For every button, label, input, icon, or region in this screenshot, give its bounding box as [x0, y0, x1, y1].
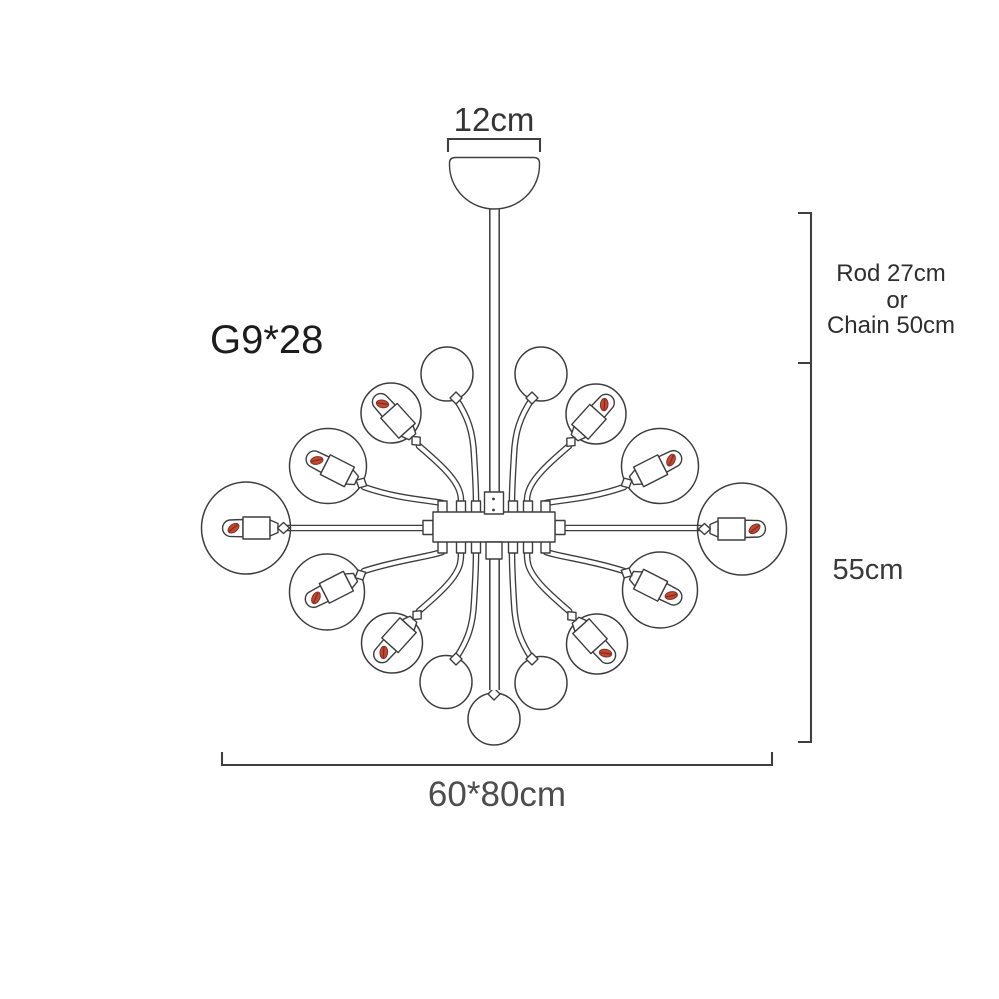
glass-globe	[288, 427, 368, 505]
g9-bulb-socket	[300, 561, 372, 614]
g9-bulb-socket	[615, 559, 687, 612]
rod-sleeve	[483, 491, 505, 515]
suspension-label-line3: Chain 50cm	[827, 312, 955, 339]
hub-connector	[437, 500, 448, 514]
hub-body	[432, 511, 556, 543]
glass-globe	[288, 553, 366, 631]
bulb-spec-label: G9*28	[210, 318, 323, 362]
width-dimension-line	[220, 751, 774, 767]
hub-connector	[455, 540, 467, 554]
glass-globe	[467, 692, 521, 746]
canopy-dome	[448, 156, 541, 210]
center-hub-assembly	[422, 491, 566, 560]
arm	[364, 487, 442, 503]
body-height-label: 55cm	[833, 554, 904, 586]
arm	[419, 446, 461, 501]
body-size-label: 60*80cm	[428, 775, 566, 814]
glass-globe	[696, 482, 788, 576]
hub-side-tab	[554, 519, 566, 536]
glass-globe	[514, 655, 568, 711]
glass-globe	[565, 383, 627, 445]
glass-globe	[565, 613, 629, 675]
g9-bulb-socket	[366, 387, 429, 454]
hub-connector	[455, 500, 467, 514]
g9-bulb-socket	[558, 388, 621, 455]
sleeve-screw	[492, 508, 495, 512]
hub-connector	[522, 500, 534, 514]
canopy-width-dimension: 12cm	[446, 101, 542, 153]
glass-globe	[360, 612, 424, 674]
arm	[419, 553, 461, 611]
hub-connector	[437, 540, 448, 554]
hub-connector	[540, 540, 551, 554]
arm	[546, 552, 624, 571]
suspension-label-line1: Rod 27cm	[836, 260, 945, 287]
hub-connector	[507, 540, 519, 554]
height-dimension: Rod 27cm or Chain 50cm 55cm	[797, 211, 955, 744]
g9-bulb-socket	[221, 516, 291, 540]
glass-globe	[514, 346, 568, 402]
hub-connector	[522, 540, 534, 554]
glass-globes	[200, 346, 788, 746]
g9-bulb-socket	[697, 517, 767, 541]
arm	[527, 553, 569, 611]
glass-globe	[419, 654, 473, 710]
glass-globe	[360, 382, 422, 444]
hub-connector	[470, 540, 482, 554]
glass-globe	[200, 481, 292, 575]
glass-globe	[420, 346, 474, 402]
arm	[546, 487, 624, 503]
sleeve-screw	[492, 497, 495, 501]
ceiling-canopy	[448, 156, 541, 210]
height-dimension-line	[797, 211, 813, 744]
canopy-width-label: 12cm	[454, 101, 535, 138]
hub-side-tab	[422, 519, 434, 536]
hub-connector	[540, 500, 551, 514]
suspension-label-line2: or	[886, 287, 907, 314]
arm	[364, 552, 442, 571]
rod-sleeve	[485, 541, 503, 560]
arm	[527, 446, 569, 501]
hub-connector	[470, 500, 482, 514]
width-dimension: 60*80cm	[220, 751, 774, 814]
suspension-rod	[489, 208, 500, 690]
glass-globe	[621, 551, 699, 629]
hub-connector	[507, 500, 519, 514]
glass-globe	[620, 427, 700, 505]
canopy-width-bracket	[446, 137, 542, 153]
